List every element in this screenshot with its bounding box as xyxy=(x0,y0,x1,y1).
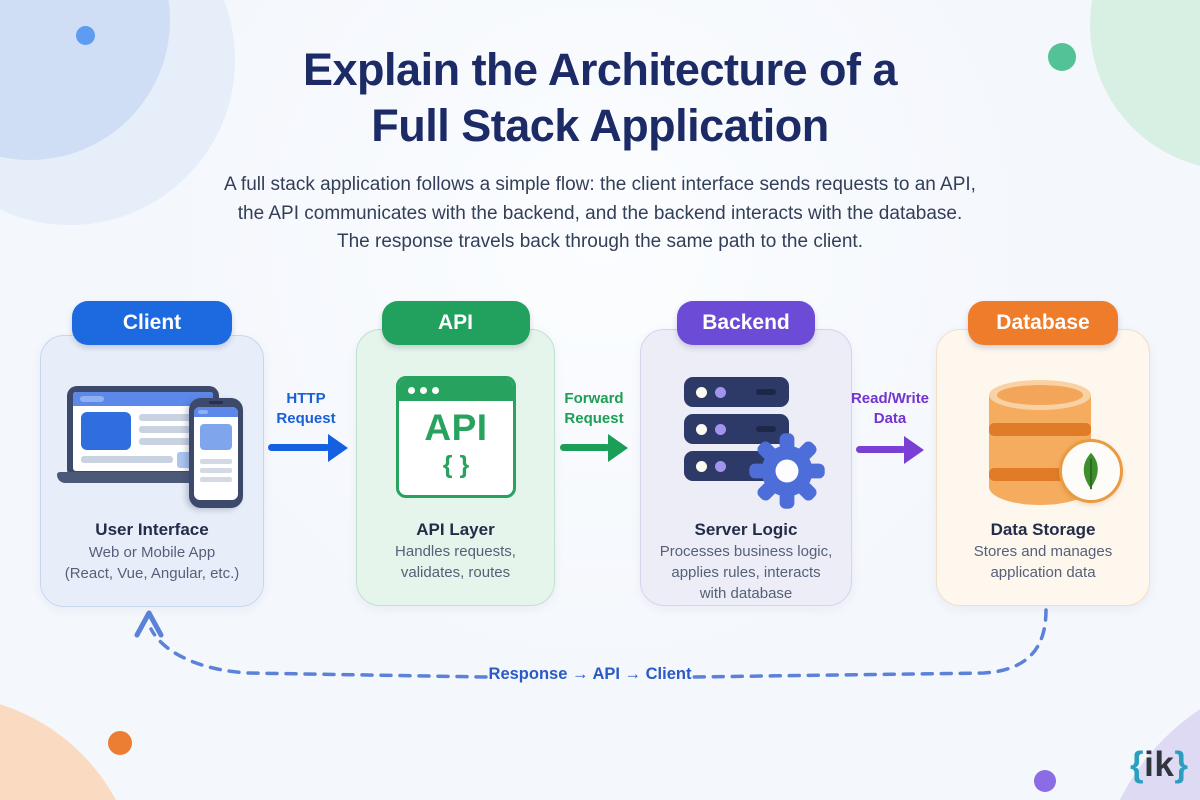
intro-line1: A full stack application follows a simpl… xyxy=(224,174,976,195)
page-title: Explain the Architecture of a Full Stack… xyxy=(0,42,1200,154)
read-write-data-label: Read/Write Data xyxy=(850,390,930,427)
api-card: API API { } API Layer Handles requests, … xyxy=(356,301,555,606)
http-request-label: HTTP Request xyxy=(276,390,336,427)
logo-close-brace: } xyxy=(1174,745,1189,784)
page-title-line2: Full Stack Application xyxy=(371,100,829,151)
database-card-header: Database xyxy=(968,301,1118,345)
api-card-description: Handles requests, validates, routes xyxy=(395,543,516,581)
decor-dot-purple xyxy=(1034,770,1056,792)
page-title-line1: Explain the Architecture of a xyxy=(303,44,897,95)
backend-card-header: Backend xyxy=(677,301,815,345)
intro-line2: the API communicates with the backend, a… xyxy=(237,202,963,224)
return-flow-label: Response → API → Client xyxy=(488,665,692,683)
intro-paragraph: A full stack application follows a simpl… xyxy=(0,171,1200,257)
database-card-description: Stores and manages application data xyxy=(973,543,1113,581)
arrow-right-icon-backend-to-database xyxy=(856,446,906,453)
leaf-icon xyxy=(1083,452,1098,490)
mongodb-leaf-badge xyxy=(1059,439,1123,503)
return-arrowhead-icon xyxy=(134,610,164,638)
arrow-right-icon-api-to-backend xyxy=(560,444,610,451)
ik-logo: {ik} xyxy=(1130,745,1188,785)
logo-text: ik xyxy=(1144,745,1175,784)
decor-dot-orange xyxy=(108,731,132,755)
gear-icon xyxy=(749,433,825,509)
api-icon-text: API xyxy=(424,407,488,448)
api-window-titlebar xyxy=(399,379,513,401)
smartphone-icon xyxy=(189,398,243,508)
intro-line3: The response travels back through the sa… xyxy=(337,231,863,252)
arrowhead-backend-to-database xyxy=(904,436,924,464)
decor-dot-blue xyxy=(76,26,95,45)
database-card-heading: Data Storage xyxy=(990,520,1096,539)
api-card-heading: API Layer xyxy=(416,520,495,539)
client-card-description: Web or Mobile App (React, Vue, Angular, … xyxy=(64,544,240,582)
api-icon-braces: { } xyxy=(442,451,470,479)
laptop-base xyxy=(57,472,229,483)
api-browser-window-icon: API { } xyxy=(396,376,516,498)
client-card-heading: User Interface xyxy=(95,520,209,539)
arrowhead-client-to-api xyxy=(328,434,348,462)
backend-card: Backend Server Logic Processes business … xyxy=(640,301,852,606)
logo-open-brace: { xyxy=(1130,745,1145,784)
backend-card-heading: Server Logic xyxy=(694,520,798,539)
arrow-right-icon-client-to-api xyxy=(268,444,330,451)
database-card: Database Data Storage Stores and manages… xyxy=(936,301,1150,606)
api-card-header: API xyxy=(381,301,530,345)
backend-card-description: Processes business logic, applies rules,… xyxy=(659,543,833,602)
forward-request-label: Forward Request xyxy=(564,390,624,427)
client-card-header: Client xyxy=(72,301,232,345)
client-card: Client User Interface Web or Mobile App … xyxy=(40,301,264,607)
decor-dot-green xyxy=(1048,43,1076,71)
arrowhead-api-to-backend xyxy=(608,434,628,462)
